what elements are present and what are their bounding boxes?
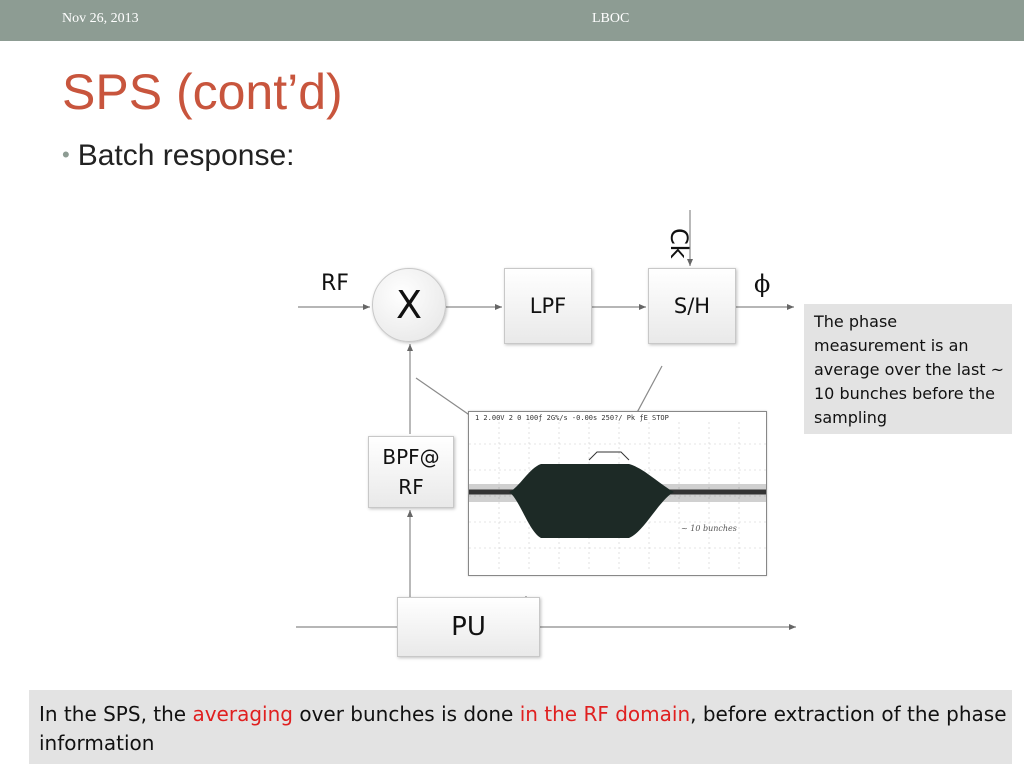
conclusion-box: In the SPS, the averaging over bunches i… [29, 690, 1012, 764]
caption-highlight-rf-domain: in the RF domain [519, 702, 691, 726]
mixer-circle: X [372, 268, 446, 342]
lpf-block: LPF [504, 268, 592, 344]
slide-date: Nov 26, 2013 [62, 11, 139, 26]
phase-output-label: ϕ [754, 270, 771, 298]
bullet-item: • Batch response: [62, 138, 295, 176]
bpf-label-line1: BPF@ [382, 445, 440, 469]
phase-measurement-note: The phase measurement is an average over… [804, 304, 1012, 434]
lpf-label: LPF [529, 294, 567, 318]
bullet-dot-icon: • [62, 142, 70, 167]
bpf-label-line2: RF [398, 475, 424, 499]
slide-title: SPS (cont’d) [62, 64, 343, 120]
mixer-label: X [395, 283, 423, 327]
caption-part1: In the SPS, the [39, 702, 193, 726]
rf-input-label: RF [321, 271, 349, 296]
oscilloscope-trace-graphic [469, 422, 766, 572]
caption-highlight-averaging: averaging [192, 702, 293, 726]
sample-hold-label: S/H [673, 294, 711, 318]
slide-footer: LBOC [592, 11, 630, 26]
scope-annotation: ~ 10 bunches [681, 524, 737, 533]
caption-part3: over bunches is done [292, 702, 520, 726]
pickup-block: PU [397, 597, 540, 657]
scope-header-text: 1 2.00V 2 0 100ƒ 2G%/s -0.00s 250?/ Pk ƒ… [475, 414, 669, 422]
bpf-block: BPF@ RF [368, 436, 454, 508]
clock-label: Ck [665, 228, 693, 259]
header-bar: Nov 26, 2013 LBOC [0, 0, 1024, 41]
pickup-label: PU [451, 612, 486, 642]
caption-part5: , before extraction of the phase informa… [39, 702, 1007, 755]
bullet-text: Batch response: [77, 139, 295, 172]
oscilloscope-trace-image: 1 2.00V 2 0 100ƒ 2G%/s -0.00s 250?/ Pk ƒ… [468, 411, 767, 576]
sample-hold-block: S/H [648, 268, 736, 344]
